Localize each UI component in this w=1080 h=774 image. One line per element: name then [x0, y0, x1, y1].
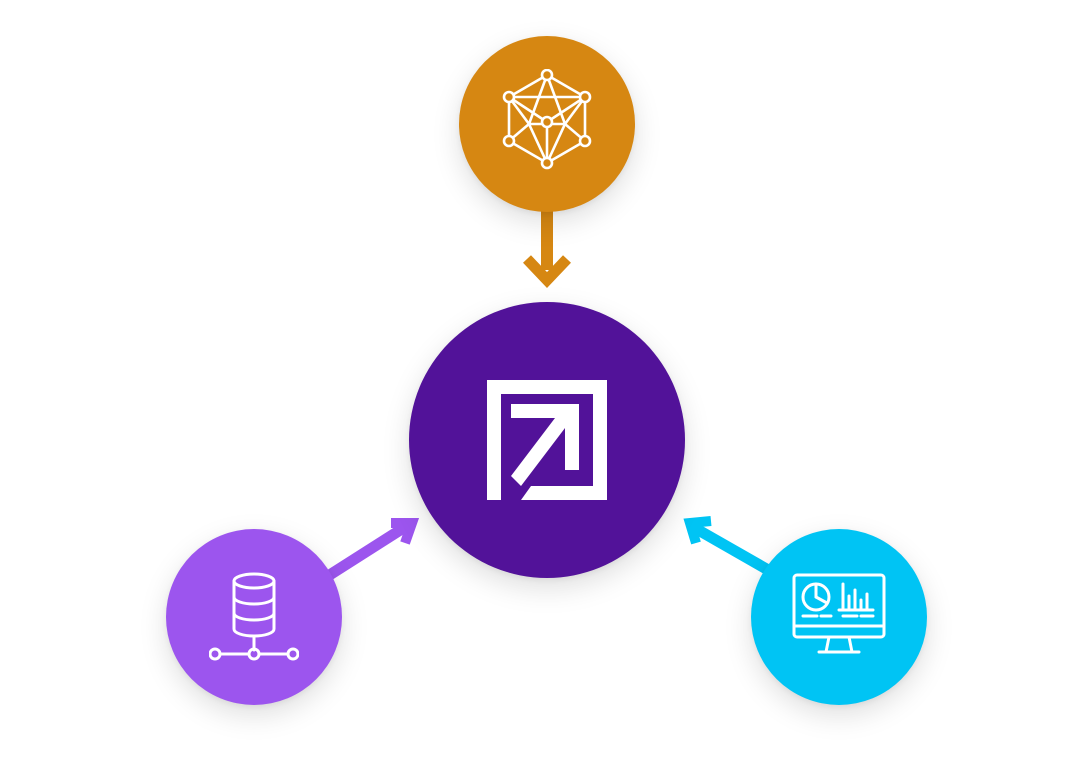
right-source-node [751, 529, 927, 705]
center-hub-node [409, 302, 685, 578]
database-network-icon [209, 572, 299, 661]
monitor-dashboard-icon [792, 573, 886, 654]
top-source-node [459, 36, 635, 212]
brand-arrow-logo-icon [487, 380, 607, 500]
left-source-node [166, 529, 342, 705]
network-mesh-icon [502, 69, 592, 170]
connector-top-arrow [523, 208, 571, 288]
connector-right-arrow [683, 516, 773, 576]
connector-left-arrow [325, 518, 420, 581]
